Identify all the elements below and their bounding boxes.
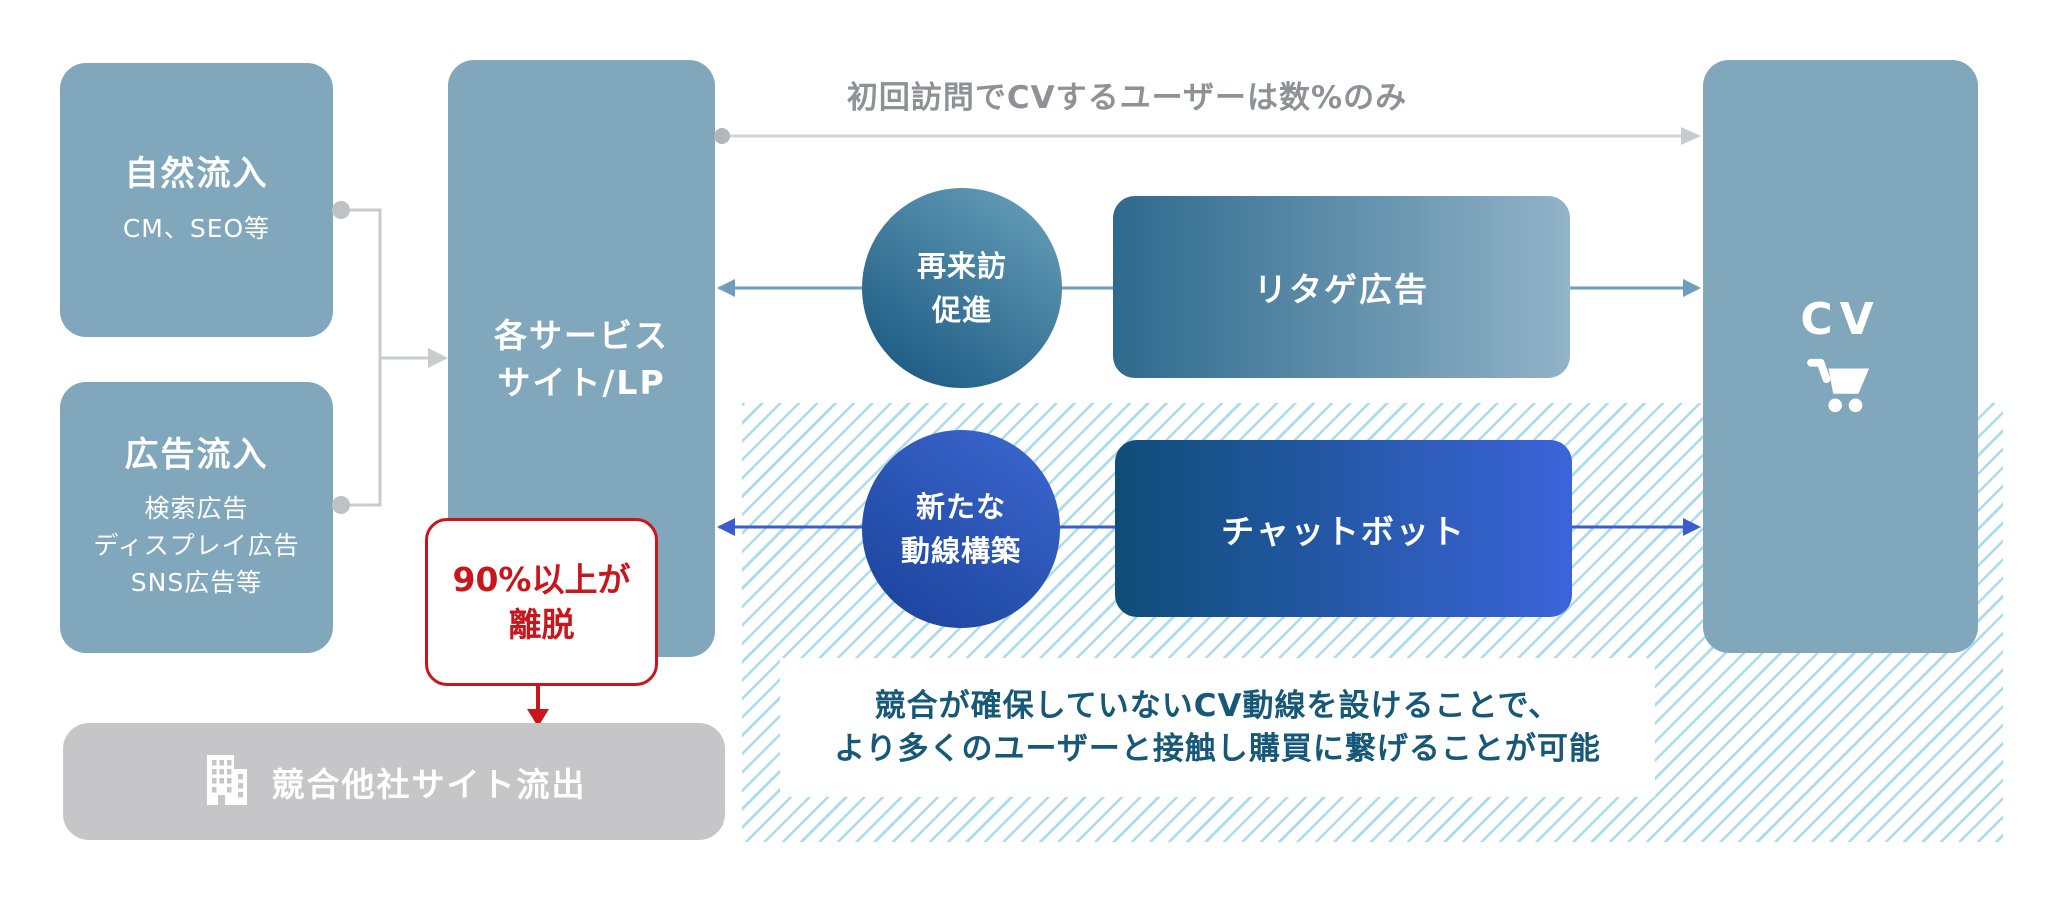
- organic-inflow-subtitle: CM、SEO等: [122, 213, 271, 243]
- service-site-line-1: 各サービス: [494, 315, 669, 355]
- ad-junction-dot: [332, 496, 350, 514]
- ad-inflow-line-3: SNS広告等: [130, 568, 263, 598]
- chatbot-box: チャットボット: [1115, 440, 1572, 617]
- revisit-promotion-circle: 再来訪 促進: [862, 188, 1062, 388]
- ad-inflow-line-1: 検索広告: [144, 494, 249, 524]
- first-visit-arrowhead: [1681, 127, 1701, 145]
- ad-inflow-title: 広告流入: [124, 434, 269, 475]
- organic-inflow-title: 自然流入: [124, 154, 269, 195]
- merge-arrowhead: [428, 348, 448, 368]
- ad-inflow-box: 広告流入 検索広告 ディスプレイ広告 SNS広告等: [60, 382, 333, 653]
- retargeting-right-arrowhead: [1683, 279, 1701, 297]
- cv-label: CV: [1800, 294, 1881, 345]
- organic-junction-dot: [332, 201, 350, 219]
- retargeting-left-arrowhead: [717, 279, 735, 297]
- ad-inflow-subtitle: 検索広告 ディスプレイ広告 SNS広告等: [93, 490, 299, 601]
- new-path-circle: 新たな 動線構築: [862, 430, 1060, 628]
- first-visit-annotation: 初回訪問でCVするユーザーは数%のみ: [846, 80, 1408, 116]
- retargeting-ads-box: リタゲ広告: [1113, 196, 1570, 378]
- competitor-outflow-label: 競合他社サイト流出: [271, 764, 587, 804]
- benefit-line-2: より多くのユーザーと接触し購買に繋げることが可能: [834, 730, 1601, 767]
- new-path-line-2: 動線構築: [900, 534, 1021, 568]
- first-visit-start-dot: [714, 128, 730, 144]
- revisit-line-2: 促進: [931, 293, 992, 327]
- cart-icon: [1806, 355, 1875, 419]
- chatbot-left-arrowhead: [717, 518, 735, 536]
- ad-inflow-line-2: ディスプレイ広告: [93, 531, 300, 561]
- service-site-line-2: サイト/LP: [497, 362, 666, 402]
- churn-line-2: 離脱: [508, 605, 575, 644]
- cv-box: CV: [1703, 60, 1978, 653]
- organic-inflow-box: 自然流入 CM、SEO等: [60, 63, 333, 337]
- churn-line-1: 90%以上が: [452, 560, 631, 599]
- benefit-line-1: 競合が確保していないCV動線を設けることで、: [874, 687, 1561, 724]
- revisit-line-1: 再来訪: [916, 249, 1007, 283]
- benefit-panel: 競合が確保していないCV動線を設けることで、 より多くのユーザーと接触し購買に繋…: [780, 658, 1655, 797]
- building-icon: [202, 754, 250, 810]
- churn-callout-box: 90%以上が 離脱: [425, 518, 658, 686]
- merge-connector-line: [342, 208, 431, 507]
- new-path-line-1: 新たな: [915, 490, 1006, 524]
- competitor-outflow-box: 競合他社サイト流出: [63, 723, 725, 840]
